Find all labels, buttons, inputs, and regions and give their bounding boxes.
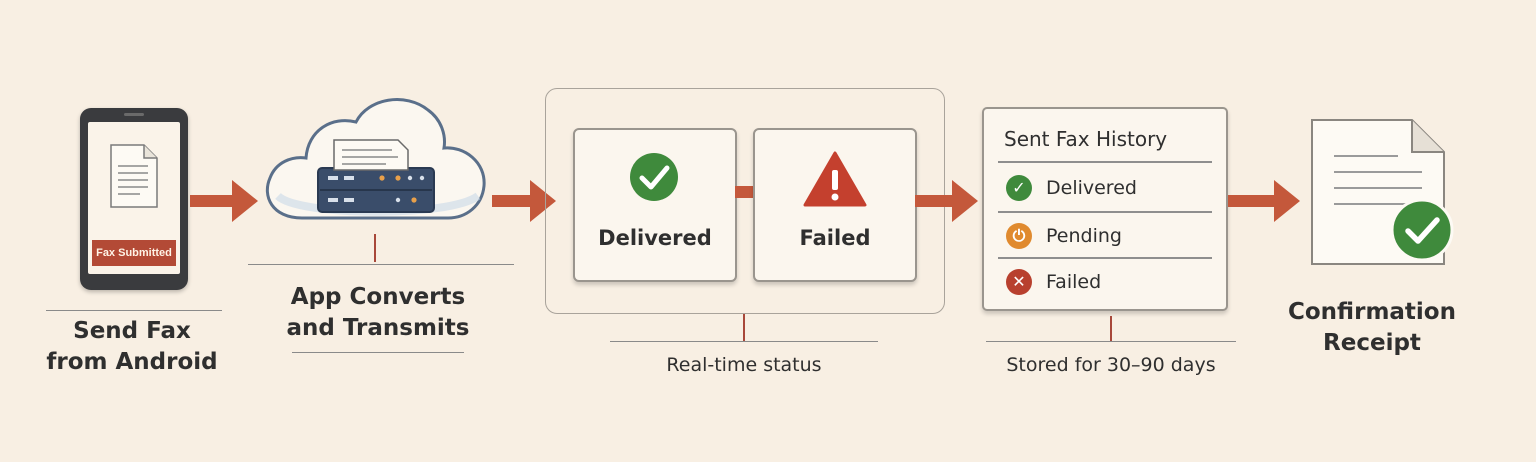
flow-arrow-2-head bbox=[530, 180, 556, 222]
card-connector bbox=[735, 186, 753, 198]
divider bbox=[46, 310, 222, 311]
divider bbox=[998, 211, 1212, 213]
history-item-label: Delivered bbox=[1046, 177, 1137, 199]
status-card-delivered: Delivered bbox=[573, 128, 737, 282]
step-label-app-converts: App Converts and Transmits bbox=[286, 284, 470, 341]
check-icon bbox=[630, 153, 678, 201]
flow-arrow-1 bbox=[190, 195, 234, 207]
flow-arrow-2 bbox=[492, 195, 532, 207]
caption-stored-days: Stored for 30–90 days bbox=[1006, 354, 1216, 376]
status-card-label: Delivered bbox=[598, 226, 712, 250]
connector bbox=[743, 314, 745, 342]
divider bbox=[292, 352, 464, 353]
status-card-label: Failed bbox=[799, 226, 871, 250]
flow-arrow-1-head bbox=[232, 180, 258, 222]
flow-arrow-4-head bbox=[1274, 180, 1300, 222]
divider bbox=[610, 341, 878, 342]
connector bbox=[1110, 316, 1112, 342]
fax-submitted-badge: Fax Submitted bbox=[92, 240, 176, 266]
phone-speaker bbox=[124, 113, 144, 116]
warning-icon bbox=[803, 151, 867, 207]
flow-arrow-3 bbox=[915, 195, 953, 207]
history-item-label: Pending bbox=[1046, 225, 1122, 247]
connector bbox=[374, 234, 376, 262]
divider bbox=[998, 161, 1212, 163]
history-item-label: Failed bbox=[1046, 271, 1102, 293]
history-title: Sent Fax History bbox=[1004, 127, 1168, 151]
divider bbox=[248, 264, 514, 265]
status-card-failed: Failed bbox=[753, 128, 917, 282]
step-label-confirmation: Confirmation Receipt bbox=[1288, 299, 1456, 356]
flow-arrow-3-head bbox=[952, 180, 978, 222]
x-circle-icon: ✕ bbox=[1006, 269, 1032, 295]
power-pending-icon: ⏻ bbox=[1006, 223, 1032, 249]
android-phone-icon: Fax Submitted bbox=[80, 108, 188, 290]
step-label-send-fax: Send Fax from Android bbox=[46, 318, 218, 375]
check-circle-icon: ✓ bbox=[1006, 175, 1032, 201]
cloud-server-icon bbox=[265, 98, 486, 220]
document-icon bbox=[110, 144, 158, 208]
sent-fax-history-panel: Sent Fax History ✓ Delivered ⏻ Pending ✕… bbox=[982, 107, 1228, 311]
phone-screen: Fax Submitted bbox=[88, 122, 180, 274]
divider bbox=[998, 257, 1212, 259]
caption-real-time-status: Real-time status bbox=[666, 354, 822, 376]
divider bbox=[986, 341, 1236, 342]
document-check-icon bbox=[1311, 119, 1454, 265]
flow-arrow-4 bbox=[1228, 195, 1276, 207]
